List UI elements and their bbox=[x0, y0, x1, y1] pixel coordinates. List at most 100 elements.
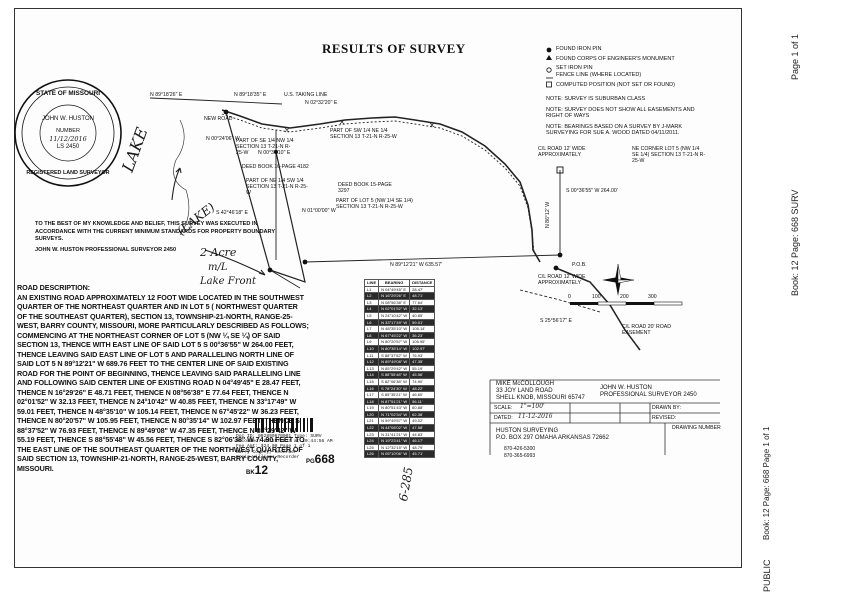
stamp-line: Doc ID: 002890670001 Type: SURV bbox=[236, 434, 322, 439]
table-cell: N 24°10'42" W bbox=[378, 311, 411, 320]
legend-symbols bbox=[546, 47, 553, 88]
table-cell: L11 bbox=[363, 351, 380, 360]
surveyor-title: PROFESSIONAL SURVEYOR 2450 bbox=[600, 392, 697, 398]
barcode bbox=[255, 418, 313, 432]
seal-number: LS 2450 bbox=[56, 144, 80, 150]
table-cell: L2 bbox=[363, 292, 380, 300]
table-cell: 59.01' bbox=[409, 318, 436, 327]
label-bearing: N 01°00'00" W bbox=[302, 208, 336, 214]
road-description-heading: ROAD DESCRIPTION: bbox=[17, 283, 90, 292]
side-public: PUBLIC bbox=[762, 559, 772, 592]
table-cell: 47.58' bbox=[409, 424, 436, 432]
table-cell: L19 bbox=[363, 404, 380, 412]
survey-notes: NOTE: SURVEY IS SUBURBAN CLASS NOTE: SUR… bbox=[546, 96, 696, 137]
note-1: NOTE: SURVEY IS SUBURBAN CLASS bbox=[546, 96, 646, 102]
table-cell: L10 bbox=[363, 344, 380, 353]
seal-date: 11/12/2016 bbox=[49, 135, 87, 143]
table-cell: 56.11' bbox=[409, 397, 436, 406]
dated-value: 11-12-2016 bbox=[518, 413, 553, 420]
legend-item: SET IRON PIN bbox=[556, 65, 593, 71]
table-cell: 55.19' bbox=[409, 364, 436, 373]
table-cell: L23 bbox=[363, 430, 380, 439]
table-cell: N 12°32'15" W bbox=[378, 443, 411, 452]
legend: FOUND IRON PIN FOUND CORPS OF ENGINEER'S… bbox=[556, 46, 706, 91]
table-cell: L13 bbox=[363, 364, 380, 373]
table-cell: N 19°23'41" W bbox=[378, 437, 411, 445]
scale-value: 1"=100' bbox=[520, 403, 545, 410]
scale-label: 100 bbox=[592, 294, 601, 300]
table-header: DISTANCE bbox=[409, 279, 436, 287]
label-deed-15: DEED BOOK 15-PAGE 3297 bbox=[338, 182, 392, 194]
table-cell: L26 bbox=[363, 450, 380, 459]
certification-text: TO THE BEST OF MY KNOWLEDGE AND BELIEF, … bbox=[35, 221, 276, 243]
seal-number-label: NUMBER bbox=[56, 128, 80, 134]
table-cell: S 85°35'21" W bbox=[378, 391, 411, 399]
table-cell: L3 bbox=[363, 298, 380, 307]
scale-label: SCALE: bbox=[494, 405, 513, 411]
label-bearing: N 00°37'10" E bbox=[258, 150, 291, 156]
label-cl-road-top: C/L ROAD 12' WIDE APPROXIMATELY bbox=[538, 146, 586, 158]
table-cell: 77.64' bbox=[409, 298, 436, 307]
note-3: NOTE: BEARINGS BASED ON A SURVEY BY J-MA… bbox=[546, 123, 683, 137]
table-cell: 48.79' bbox=[409, 443, 436, 452]
label-deed-16: DEED BOOK 16-PAGE 4182 bbox=[242, 164, 309, 170]
table-cell: L6 bbox=[363, 318, 380, 327]
table-cell: N 04°49'45" E bbox=[378, 285, 411, 294]
road-description-text: AN EXISTING ROAD APPROXIMATELY 12 FOOT W… bbox=[17, 292, 309, 473]
table-cell: N 80°51'43" W bbox=[378, 404, 411, 412]
table-cell: 60.88' bbox=[409, 404, 436, 412]
table-cell: L5 bbox=[363, 311, 380, 320]
table-cell: 105.95' bbox=[409, 338, 436, 346]
road-description: ROAD DESCRIPTION: AN EXISTING ROAD APPRO… bbox=[17, 283, 309, 473]
label-us-taking-line: U.S. TAKING LINE bbox=[284, 92, 328, 98]
table-cell: N 16°29'26" E bbox=[378, 292, 411, 300]
seal-state: STATE OF MISSOURI bbox=[35, 90, 101, 97]
table-cell: N 02°01'52" W bbox=[378, 305, 411, 313]
label-bearing: S 25°56'17" E bbox=[540, 318, 573, 324]
stamp-book: BK12 bbox=[246, 463, 269, 477]
table-cell: 46.60' bbox=[409, 391, 436, 399]
company-block: HUSTON SURVEYING P.O. BOX 297 OMAHA ARKA… bbox=[496, 428, 609, 442]
table-cell: 36.23' bbox=[409, 331, 436, 340]
label-bearing: N 89°12'21" W 635.57' bbox=[390, 262, 443, 268]
table-cell: L1 bbox=[363, 285, 380, 294]
table-cell: L20 bbox=[363, 410, 380, 419]
surveyor-block: JOHN W. HUSTON PROFESSIONAL SURVEYOR 245… bbox=[600, 385, 697, 399]
table-cell: 44.83' bbox=[409, 430, 436, 439]
surveyor-seal bbox=[14, 79, 122, 187]
parcel-boundary bbox=[225, 111, 306, 283]
certification: TO THE BEST OF MY KNOWLEDGE AND BELIEF, … bbox=[35, 221, 275, 254]
table-cell: 47.35' bbox=[409, 358, 436, 366]
table-cell: 62.38' bbox=[409, 410, 436, 419]
legend-item: FENCE LINE (WHERE LOCATED) bbox=[556, 72, 642, 78]
table-cell: L18 bbox=[363, 397, 380, 406]
table-cell: 45.71' bbox=[409, 450, 436, 459]
table-cell: L14 bbox=[363, 371, 380, 379]
handwritten-lake-front: Lake Front bbox=[200, 276, 256, 287]
table-cell: L7 bbox=[363, 325, 380, 333]
table-cell: L21 bbox=[363, 417, 380, 426]
table-cell: N 31°41'21" W bbox=[378, 430, 411, 439]
stamp-line: Fee Amt: $24.00 Page 1 of 1 bbox=[236, 444, 311, 450]
stamp-line: Craig Williams Recorder bbox=[236, 454, 300, 460]
road-centerline bbox=[221, 109, 541, 263]
table-cell: N 80°35'14" W bbox=[378, 344, 411, 353]
label-easement: C/L ROAD 20' ROAD EASEMENT bbox=[622, 324, 671, 336]
table-cell: N 87°51'21" W bbox=[378, 397, 411, 406]
north-arrow bbox=[602, 263, 635, 296]
table-cell: N 48°35'10" W bbox=[378, 325, 411, 333]
label-bearing: S 42°46'18" E bbox=[216, 210, 249, 216]
company-phone: 870-365-6993 bbox=[504, 453, 536, 459]
stamp-line: Barry County, Recorder bbox=[236, 449, 297, 455]
label-pob: P.O.B. bbox=[572, 262, 587, 268]
table-header: BEARING bbox=[378, 279, 411, 287]
dated-label: DATED: bbox=[494, 415, 513, 421]
table-cell: 105.14' bbox=[409, 325, 436, 333]
